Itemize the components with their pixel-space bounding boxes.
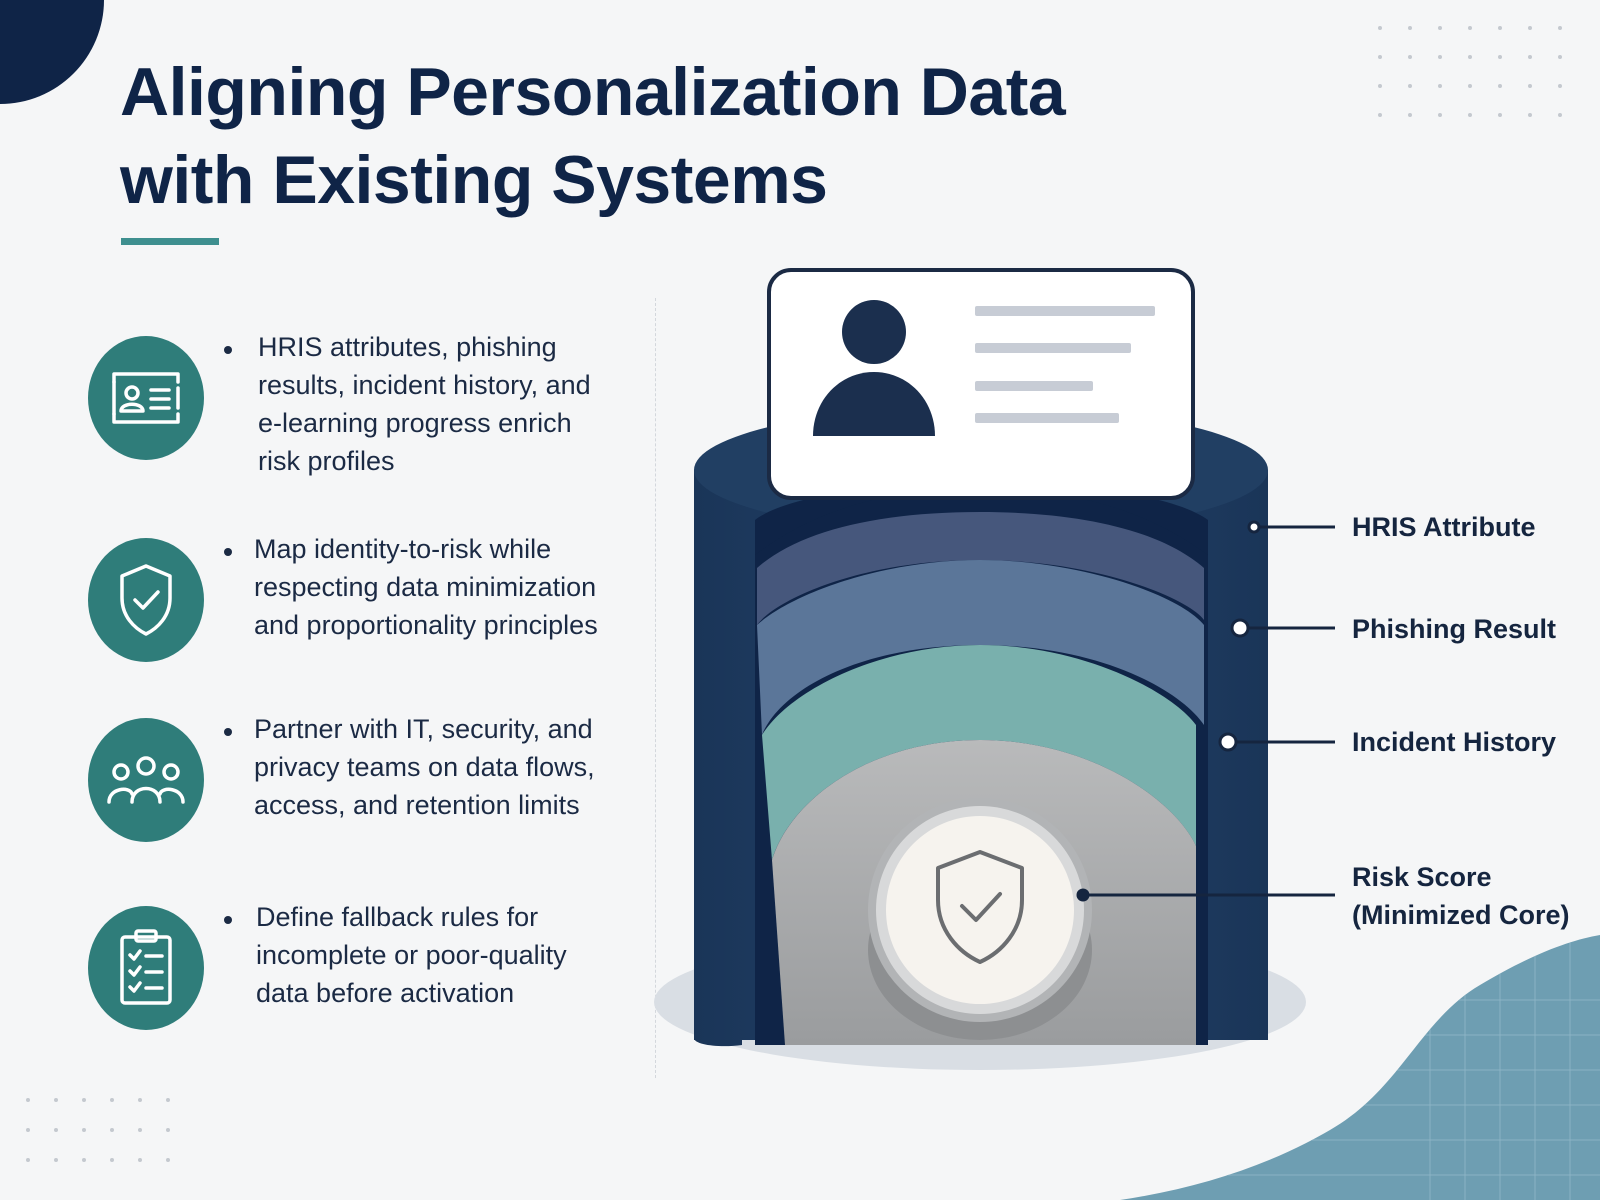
id-card-icon [88, 336, 204, 460]
page-title: Aligning Personalization Data with Exist… [120, 48, 1120, 224]
item-text: Partner with IT, security, and privacy t… [254, 714, 595, 820]
shield-check-icon [936, 850, 1024, 964]
wave-decoration [1120, 935, 1600, 1200]
bullet [224, 346, 232, 354]
checklist-clipboard-icon [88, 906, 204, 1030]
dot-grid [1378, 26, 1562, 117]
list-item: Define fallback rules for incomplete or … [88, 902, 608, 1036]
list-item: Map identity-to-risk while respecting da… [88, 534, 608, 668]
label-risk-score: Risk Score (Minimized Core) [1352, 862, 1570, 930]
team-icon [88, 718, 204, 842]
title-line-1: Aligning Personalization Data [120, 54, 1066, 130]
profile-card-icon [767, 268, 1195, 500]
item-text: Define fallback rules for incomplete or … [256, 902, 567, 1008]
column-divider [655, 298, 656, 1078]
dot-grid [26, 1098, 170, 1162]
list-item: Partner with IT, security, and privacy t… [88, 714, 608, 848]
bullet [224, 916, 232, 924]
bullet [224, 728, 232, 736]
bullet [224, 548, 232, 556]
list-item: HRIS attributes, phishing results, incid… [88, 332, 608, 476]
callout-connectors [1076, 520, 1335, 902]
item-text: Map identity-to-risk while respecting da… [254, 534, 598, 640]
label-phishing-result: Phishing Result [1352, 614, 1557, 644]
core-badge [868, 798, 1092, 1040]
item-text: HRIS attributes, phishing results, incid… [258, 332, 591, 476]
shield-check-icon [88, 538, 204, 662]
corner-decoration [0, 0, 104, 104]
title-underline [121, 238, 219, 245]
title-line-2: with Existing Systems [120, 142, 828, 218]
label-incident-history: Incident History [1352, 727, 1557, 757]
label-hris-attribute: HRIS Attribute [1352, 512, 1536, 542]
